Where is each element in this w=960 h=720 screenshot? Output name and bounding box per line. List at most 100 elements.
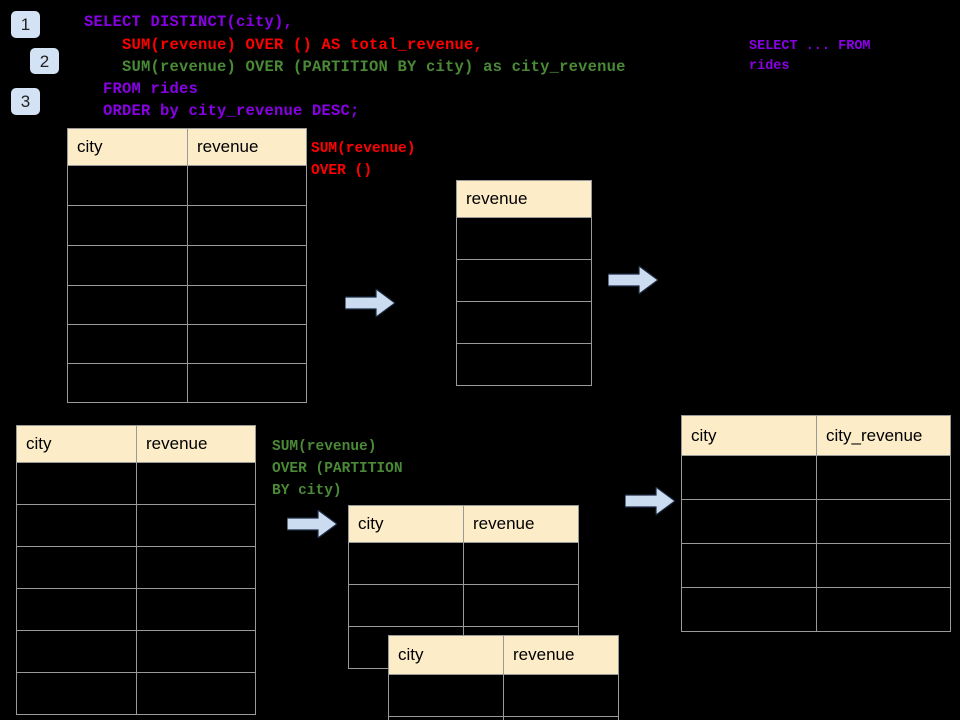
cell-city xyxy=(16,546,137,589)
table-row xyxy=(681,455,951,500)
table-row xyxy=(16,588,256,631)
annotation-source-query: SELECT ... FROM rides xyxy=(749,39,871,74)
cell-revenue xyxy=(503,674,619,717)
table-row xyxy=(456,343,592,386)
table-row xyxy=(456,301,592,344)
cell-revenue xyxy=(136,588,256,631)
sql-line-total-revenue: SUM(revenue) OVER () AS total_revenue, xyxy=(84,36,484,54)
sql-line-select: SELECT DISTINCT(city), xyxy=(84,13,294,31)
table-header-row: city revenue xyxy=(388,635,619,675)
table-row xyxy=(16,504,256,547)
cell-revenue xyxy=(463,542,579,585)
table-row xyxy=(388,674,619,717)
cell-revenue xyxy=(456,301,592,344)
cell-city-revenue xyxy=(816,543,951,588)
table-row xyxy=(67,285,307,325)
cell-revenue xyxy=(136,546,256,589)
cell-city xyxy=(16,630,137,673)
column-header-city: city xyxy=(348,505,464,543)
column-header-city: city xyxy=(681,415,817,456)
cell-city-revenue xyxy=(816,587,951,632)
partition-table-front: city revenue xyxy=(388,635,619,720)
cell-city xyxy=(67,245,188,286)
cell-city xyxy=(16,462,137,505)
table-row xyxy=(348,542,579,585)
cell-city xyxy=(67,324,188,364)
sql-line-from: FROM rides xyxy=(84,80,199,98)
cell-revenue xyxy=(136,504,256,547)
result-table: city city_revenue xyxy=(681,415,951,632)
column-header-revenue: revenue xyxy=(503,635,619,675)
cell-revenue xyxy=(187,205,307,246)
sql-line-order-by: ORDER by city_revenue DESC; xyxy=(84,102,360,120)
arrow-right-3 xyxy=(287,510,337,538)
cell-city xyxy=(67,285,188,325)
cell-city xyxy=(67,205,188,246)
column-header-revenue: revenue xyxy=(136,425,256,463)
table-row xyxy=(16,462,256,505)
cell-revenue xyxy=(456,343,592,386)
cell-city-revenue xyxy=(816,499,951,544)
cell-revenue xyxy=(136,462,256,505)
column-header-city: city xyxy=(67,128,188,166)
cell-city xyxy=(681,455,817,500)
column-header-city: city xyxy=(388,635,504,675)
cell-revenue xyxy=(136,672,256,715)
step-badge-2: 2 xyxy=(30,48,59,74)
rides-table-top: city revenue xyxy=(67,128,307,403)
column-header-revenue: revenue xyxy=(463,505,579,543)
cell-revenue xyxy=(463,584,579,627)
table-row xyxy=(456,259,592,302)
rides-table-bottom: city revenue xyxy=(16,425,256,715)
column-header-revenue: revenue xyxy=(187,128,307,166)
cell-city xyxy=(681,587,817,632)
cell-city xyxy=(388,716,504,720)
table-row xyxy=(681,499,951,544)
cell-city xyxy=(681,543,817,588)
table-row xyxy=(456,217,592,260)
cell-revenue xyxy=(187,363,307,403)
cell-city xyxy=(681,499,817,544)
cell-revenue xyxy=(456,259,592,302)
cell-city xyxy=(348,542,464,585)
cell-revenue xyxy=(456,217,592,260)
cell-revenue xyxy=(187,245,307,286)
cell-revenue xyxy=(187,165,307,206)
table-row xyxy=(16,672,256,715)
step-badge-3: 3 xyxy=(11,88,40,115)
partition-table-back: city revenue xyxy=(348,505,579,669)
column-header-city-revenue: city_revenue xyxy=(816,415,951,456)
cell-city xyxy=(348,584,464,627)
cell-city xyxy=(16,588,137,631)
cell-revenue xyxy=(503,716,619,720)
table-row xyxy=(67,324,307,364)
table-row xyxy=(67,205,307,246)
sql-line-city-revenue: SUM(revenue) OVER (PARTITION BY city) as… xyxy=(84,58,626,76)
cell-city-revenue xyxy=(816,455,951,500)
table-row xyxy=(67,165,307,206)
step-badge-1: 1 xyxy=(11,11,40,38)
table-row xyxy=(681,587,951,632)
cell-city xyxy=(67,363,188,403)
cell-city xyxy=(388,674,504,717)
table-row xyxy=(16,630,256,673)
cell-city xyxy=(16,504,137,547)
annotation-over-partition: SUM(revenue) OVER (PARTITION BY city) xyxy=(272,439,403,499)
table-header-row: city revenue xyxy=(348,505,579,543)
table-header-row: revenue xyxy=(456,180,592,218)
step-badge-2-label: 2 xyxy=(39,51,50,71)
arrow-right-4 xyxy=(625,487,675,515)
table-row xyxy=(681,543,951,588)
total-revenue-table: revenue xyxy=(456,180,592,386)
table-row xyxy=(348,584,579,627)
arrow-right-1 xyxy=(345,289,395,317)
table-row xyxy=(67,363,307,403)
step-badge-3-label: 3 xyxy=(20,92,31,111)
annotation-over-empty: SUM(revenue) OVER () xyxy=(311,141,416,179)
cell-city xyxy=(16,672,137,715)
table-header-row: city revenue xyxy=(67,128,307,166)
column-header-revenue: revenue xyxy=(456,180,592,218)
table-header-row: city city_revenue xyxy=(681,415,951,456)
table-header-row: city revenue xyxy=(16,425,256,463)
table-row xyxy=(67,245,307,286)
